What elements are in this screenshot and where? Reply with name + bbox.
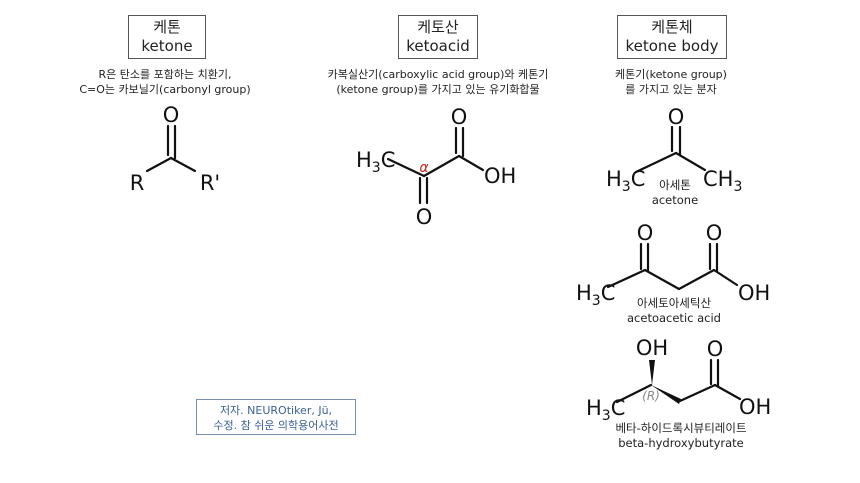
ketoacid-methyl: H3C (356, 148, 395, 176)
ketone-body-title-box: 케톤체 ketone body (617, 15, 727, 59)
ketone-r-prime-group: R' (200, 171, 220, 195)
ketone-description: R은 탄소를 포함하는 치환기, C=O는 카보닐기(carbonyl grou… (60, 67, 270, 97)
bhb-name-en: beta-hydroxybutyrate (618, 436, 744, 450)
bhb-r-stereo-label: (R) (642, 389, 660, 403)
ketone-title-box: 케톤 ketone (128, 15, 206, 59)
ketone-body-desc-line1: 케톤기(ketone group) (615, 68, 727, 81)
acetoacetic-bonds (606, 242, 739, 291)
credit-box: 저자. NEUROtiker, Jü, 수정. 참 쉬운 의학용어사전 (196, 399, 356, 435)
acetoacetic-keto-oxygen: O (637, 221, 654, 245)
acetone-bonds (634, 125, 707, 174)
acetone-name-ko: 아세톤 (659, 178, 691, 192)
bhb-bonds (615, 358, 742, 404)
ketoacid-description: 카복실산기(carboxylic acid group)와 케톤기 (keton… (310, 67, 566, 97)
credit-editor: 수정. 참 쉬운 의학용어사전 (213, 419, 339, 432)
acetoacetic-methyl: H3C (576, 281, 615, 309)
ketoacid-alpha-label: α (419, 160, 429, 176)
ketone-body-title-en: ketone body (625, 37, 719, 55)
ketone-title-en: ketone (141, 37, 193, 55)
ketone-r-group: R (130, 171, 145, 195)
acetoacetic-caption: 아세토아세틱산 acetoacetic acid (614, 296, 734, 326)
bhb-hydroxyl-top: OH (636, 336, 668, 360)
acetone-name-en: acetone (651, 193, 699, 207)
ketoacid-desc-line1: 카복실산기(carboxylic acid group)와 케톤기 (327, 68, 549, 81)
acetone-methyl-right: CH3 (703, 167, 742, 195)
ketoacid-title-ko: 케토산 (417, 18, 459, 36)
ketone-oxygen-atom: O (163, 103, 180, 127)
ketoacid-desc-line2: (ketone group)를 가지고 있는 유기화합물 (336, 83, 540, 96)
ketone-desc-line2: C=O는 카보닐기(carbonyl group) (79, 83, 251, 96)
acetoacetic-name-ko: 아세토아세틱산 (636, 296, 712, 310)
bhb-hydroxyl: OH (739, 395, 771, 419)
ketone-desc-line1: R은 탄소를 포함하는 치환기, (98, 68, 232, 81)
ketone-bonds (145, 124, 197, 173)
acetoacetic-hydroxyl: OH (738, 281, 770, 305)
ketoacid-bonds (386, 126, 485, 205)
ketone-body-desc-line2: 를 가지고 있는 분자 (625, 83, 717, 96)
bhb-wedge-bond-oh (649, 360, 655, 385)
acetoacetic-name-en: acetoacetic acid (627, 311, 721, 325)
bhb-carbonyl-oxygen: O (707, 337, 724, 361)
acetone-methyl-left: H3C (606, 167, 645, 195)
ketoacid-carbonyl-oxygen: O (451, 105, 468, 129)
acetoacetic-carbonyl-oxygen: O (706, 221, 723, 245)
bhb-methyl: H3C (586, 396, 625, 424)
ketone-title-ko: 케톤 (153, 18, 181, 36)
ketoacid-hydroxyl: OH (484, 164, 516, 188)
bhb-name-ko: 베타-하이드록시뷰티레이트 (615, 421, 747, 435)
ketone-body-title-ko: 케톤체 (651, 18, 693, 36)
acetone-oxygen: O (668, 105, 685, 129)
acetone-caption: 아세톤 acetone (630, 178, 720, 208)
bhb-caption: 베타-하이드록시뷰티레이트 beta-hydroxybutyrate (596, 421, 766, 451)
ketoacid-title-en: ketoacid (406, 37, 470, 55)
credit-author: 저자. NEUROtiker, Jü, (219, 404, 333, 417)
ketoacid-title-box: 케토산 ketoacid (398, 15, 478, 59)
ketoacid-keto-oxygen: O (416, 205, 433, 229)
ketone-body-description: 케톤기(ketone group) 를 가지고 있는 분자 (590, 67, 752, 97)
bhb-wedge-bond-ch2 (651, 385, 681, 404)
